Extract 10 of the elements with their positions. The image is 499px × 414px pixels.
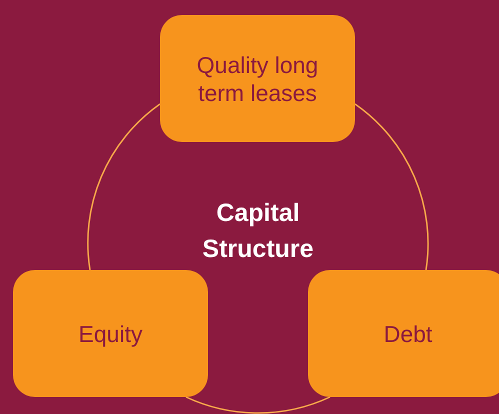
- center-label: Capital Structure: [201, 198, 315, 265]
- rounded-box: [160, 15, 355, 142]
- node-text: Quality long term leases: [196, 50, 320, 106]
- connector-arc: [354, 103, 429, 270]
- connector-arc: [186, 396, 330, 414]
- rounded-box: [308, 270, 499, 397]
- node-text: Equity: [78, 320, 144, 348]
- node-text: Debt: [382, 320, 434, 348]
- rounded-box: [13, 270, 208, 397]
- connector-arc: [87, 103, 160, 270]
